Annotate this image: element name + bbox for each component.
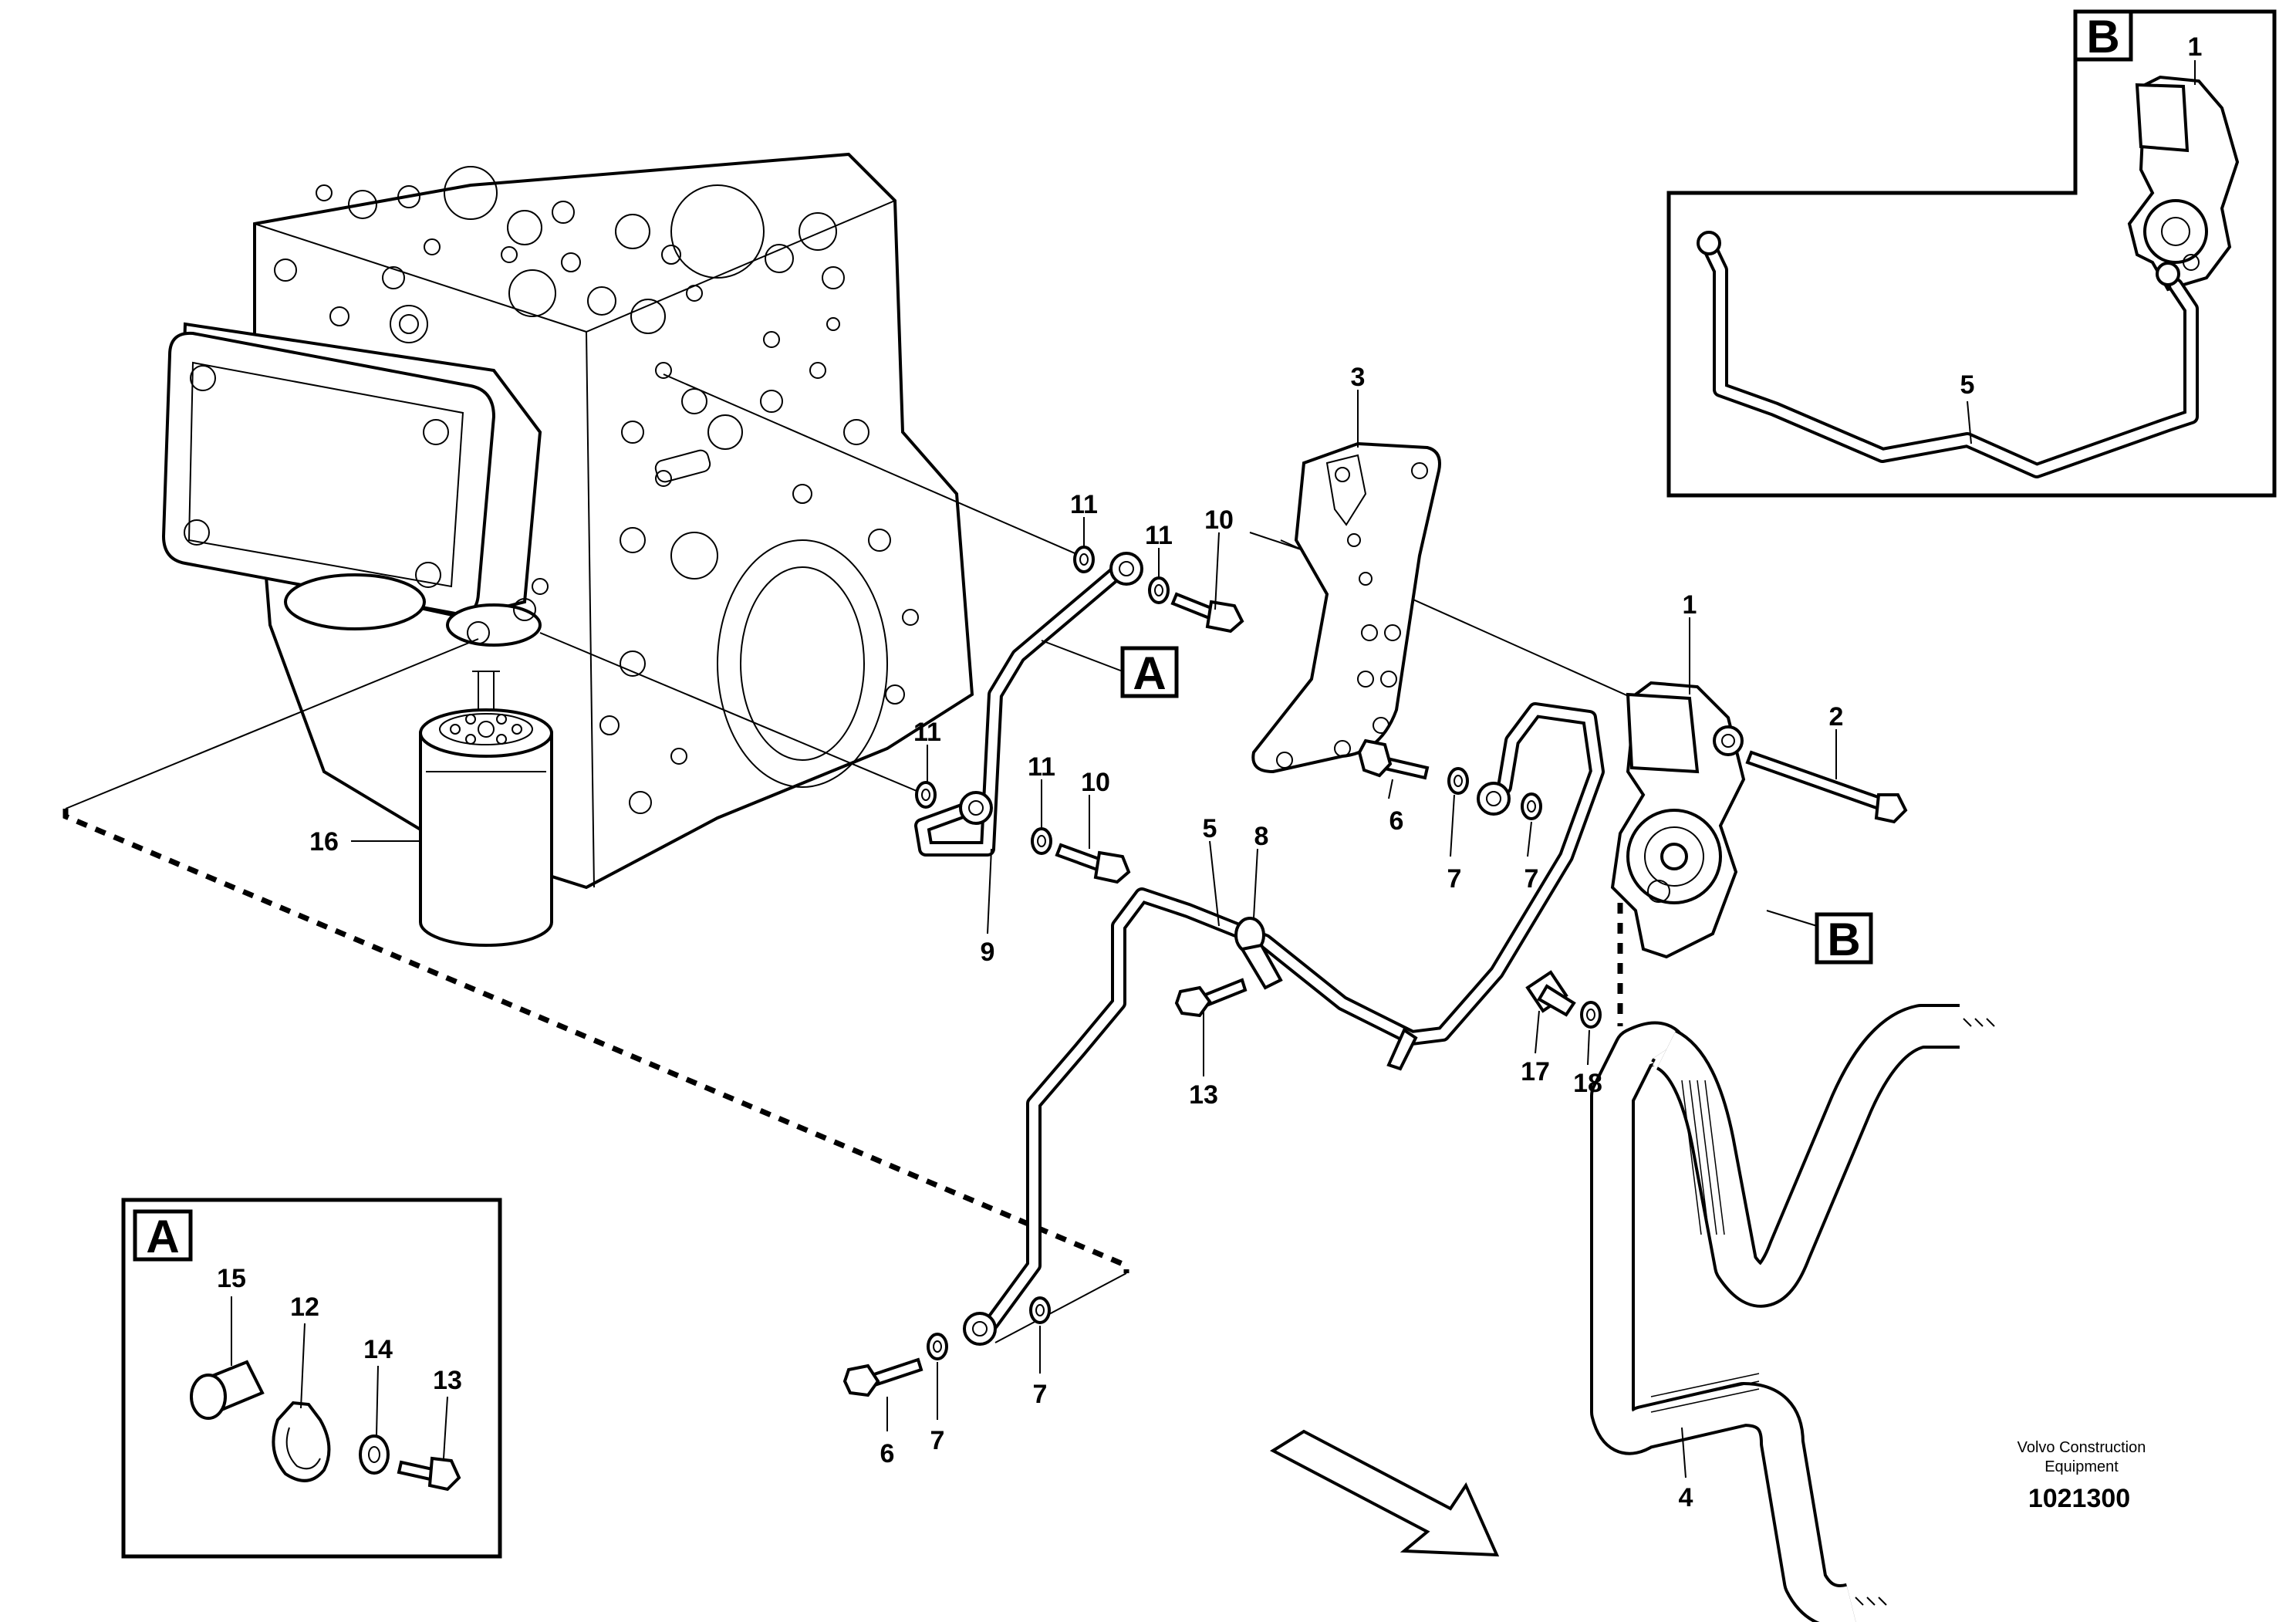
oil-filter <box>419 671 553 947</box>
bolt-2 <box>1745 750 1908 824</box>
callout-7-d: 7 <box>1033 1380 1048 1409</box>
engine-block <box>253 152 974 890</box>
washer-11-top-b <box>1148 576 1170 604</box>
footer-credit: Volvo Construction Equipment 1021300 <box>2017 1439 2146 1513</box>
callout-15: 15 <box>217 1264 246 1293</box>
washer-11-mid-a <box>915 781 937 809</box>
callout-7-b: 7 <box>1524 864 1539 894</box>
callout-14: 14 <box>363 1335 393 1364</box>
washer-11-mid-b <box>1031 827 1052 855</box>
callout-13-main: 13 <box>1189 1080 1218 1110</box>
callout-11-top-a: 11 <box>1070 490 1098 519</box>
washer-7-a <box>1447 767 1469 795</box>
washer-7-c <box>927 1333 948 1360</box>
callout-5-detail-b: 5 <box>1960 370 1975 400</box>
detail-b-panel <box>1666 9 2277 498</box>
callout-11-mid-b: 11 <box>1028 752 1055 782</box>
callout-10-mid: 10 <box>1081 768 1110 797</box>
washer-7-d <box>1029 1296 1051 1324</box>
assembly-dash-left <box>62 809 1129 1273</box>
callout-3: 3 <box>1351 363 1366 392</box>
oil-cooler <box>161 259 549 647</box>
callout-8: 8 <box>1254 822 1269 851</box>
ref-a-marker: A <box>1120 646 1179 699</box>
callout-6-mid: 6 <box>1389 806 1404 836</box>
callout-5-main: 5 <box>1203 814 1217 843</box>
ref-a-label: A <box>1133 647 1166 699</box>
bolt-6-mid <box>1357 738 1430 780</box>
detail-a-panel <box>121 1198 502 1559</box>
callout-leaders <box>231 60 2196 1478</box>
callout-12: 12 <box>290 1293 319 1322</box>
callout-6-bottom: 6 <box>880 1439 895 1468</box>
callout-2: 2 <box>1829 702 1844 732</box>
detail-b-title: B <box>2086 11 2119 63</box>
footer-company-line2: Equipment <box>2044 1458 2119 1475</box>
callout-13-detail-a: 13 <box>433 1366 462 1395</box>
callout-7-a: 7 <box>1447 864 1462 894</box>
washer-7-b <box>1521 792 1542 820</box>
front-direction-arrow <box>1269 1429 1500 1557</box>
fitting-17 <box>1525 970 1576 1017</box>
footer-company-line1: Volvo Construction <box>2017 1439 2146 1456</box>
bracket-3 <box>1251 441 1441 774</box>
callout-11-mid-a: 11 <box>913 718 941 747</box>
oil-pipe-9 <box>914 552 1143 857</box>
ref-b-marker: B <box>1815 912 1873 965</box>
callout-18: 18 <box>1573 1069 1602 1098</box>
belt-tensioner-1 <box>1610 681 1746 959</box>
oil-pipe-5 <box>963 702 1605 1346</box>
ref-b-label: B <box>1827 914 1860 965</box>
drive-belt-4 <box>1590 1004 1995 1622</box>
callout-17: 17 <box>1521 1057 1550 1086</box>
callout-10-top: 10 <box>1204 505 1234 535</box>
bolt-10-top <box>1170 592 1244 634</box>
callout-1-detail-b: 1 <box>2188 32 2203 62</box>
washer-11-top-a <box>1073 546 1095 573</box>
callout-numbers: 11 11 10 11 11 10 9 3 1 2 16 5 8 6 7 7 1… <box>217 32 2202 1512</box>
callout-9: 9 <box>981 938 995 967</box>
callout-16: 16 <box>309 827 339 857</box>
detail-a-title: A <box>146 1211 179 1262</box>
bolt-6-bottom <box>842 1357 923 1397</box>
bolt-10-mid <box>1055 843 1131 884</box>
callout-4: 4 <box>1679 1483 1693 1512</box>
footer-drawing-number: 1021300 <box>2028 1484 2130 1513</box>
washer-18 <box>1580 1001 1602 1029</box>
callout-11-top-b: 11 <box>1145 521 1173 550</box>
bolt-13-main <box>1174 978 1248 1018</box>
callout-7-c: 7 <box>930 1426 945 1455</box>
callout-1-main: 1 <box>1683 590 1697 620</box>
